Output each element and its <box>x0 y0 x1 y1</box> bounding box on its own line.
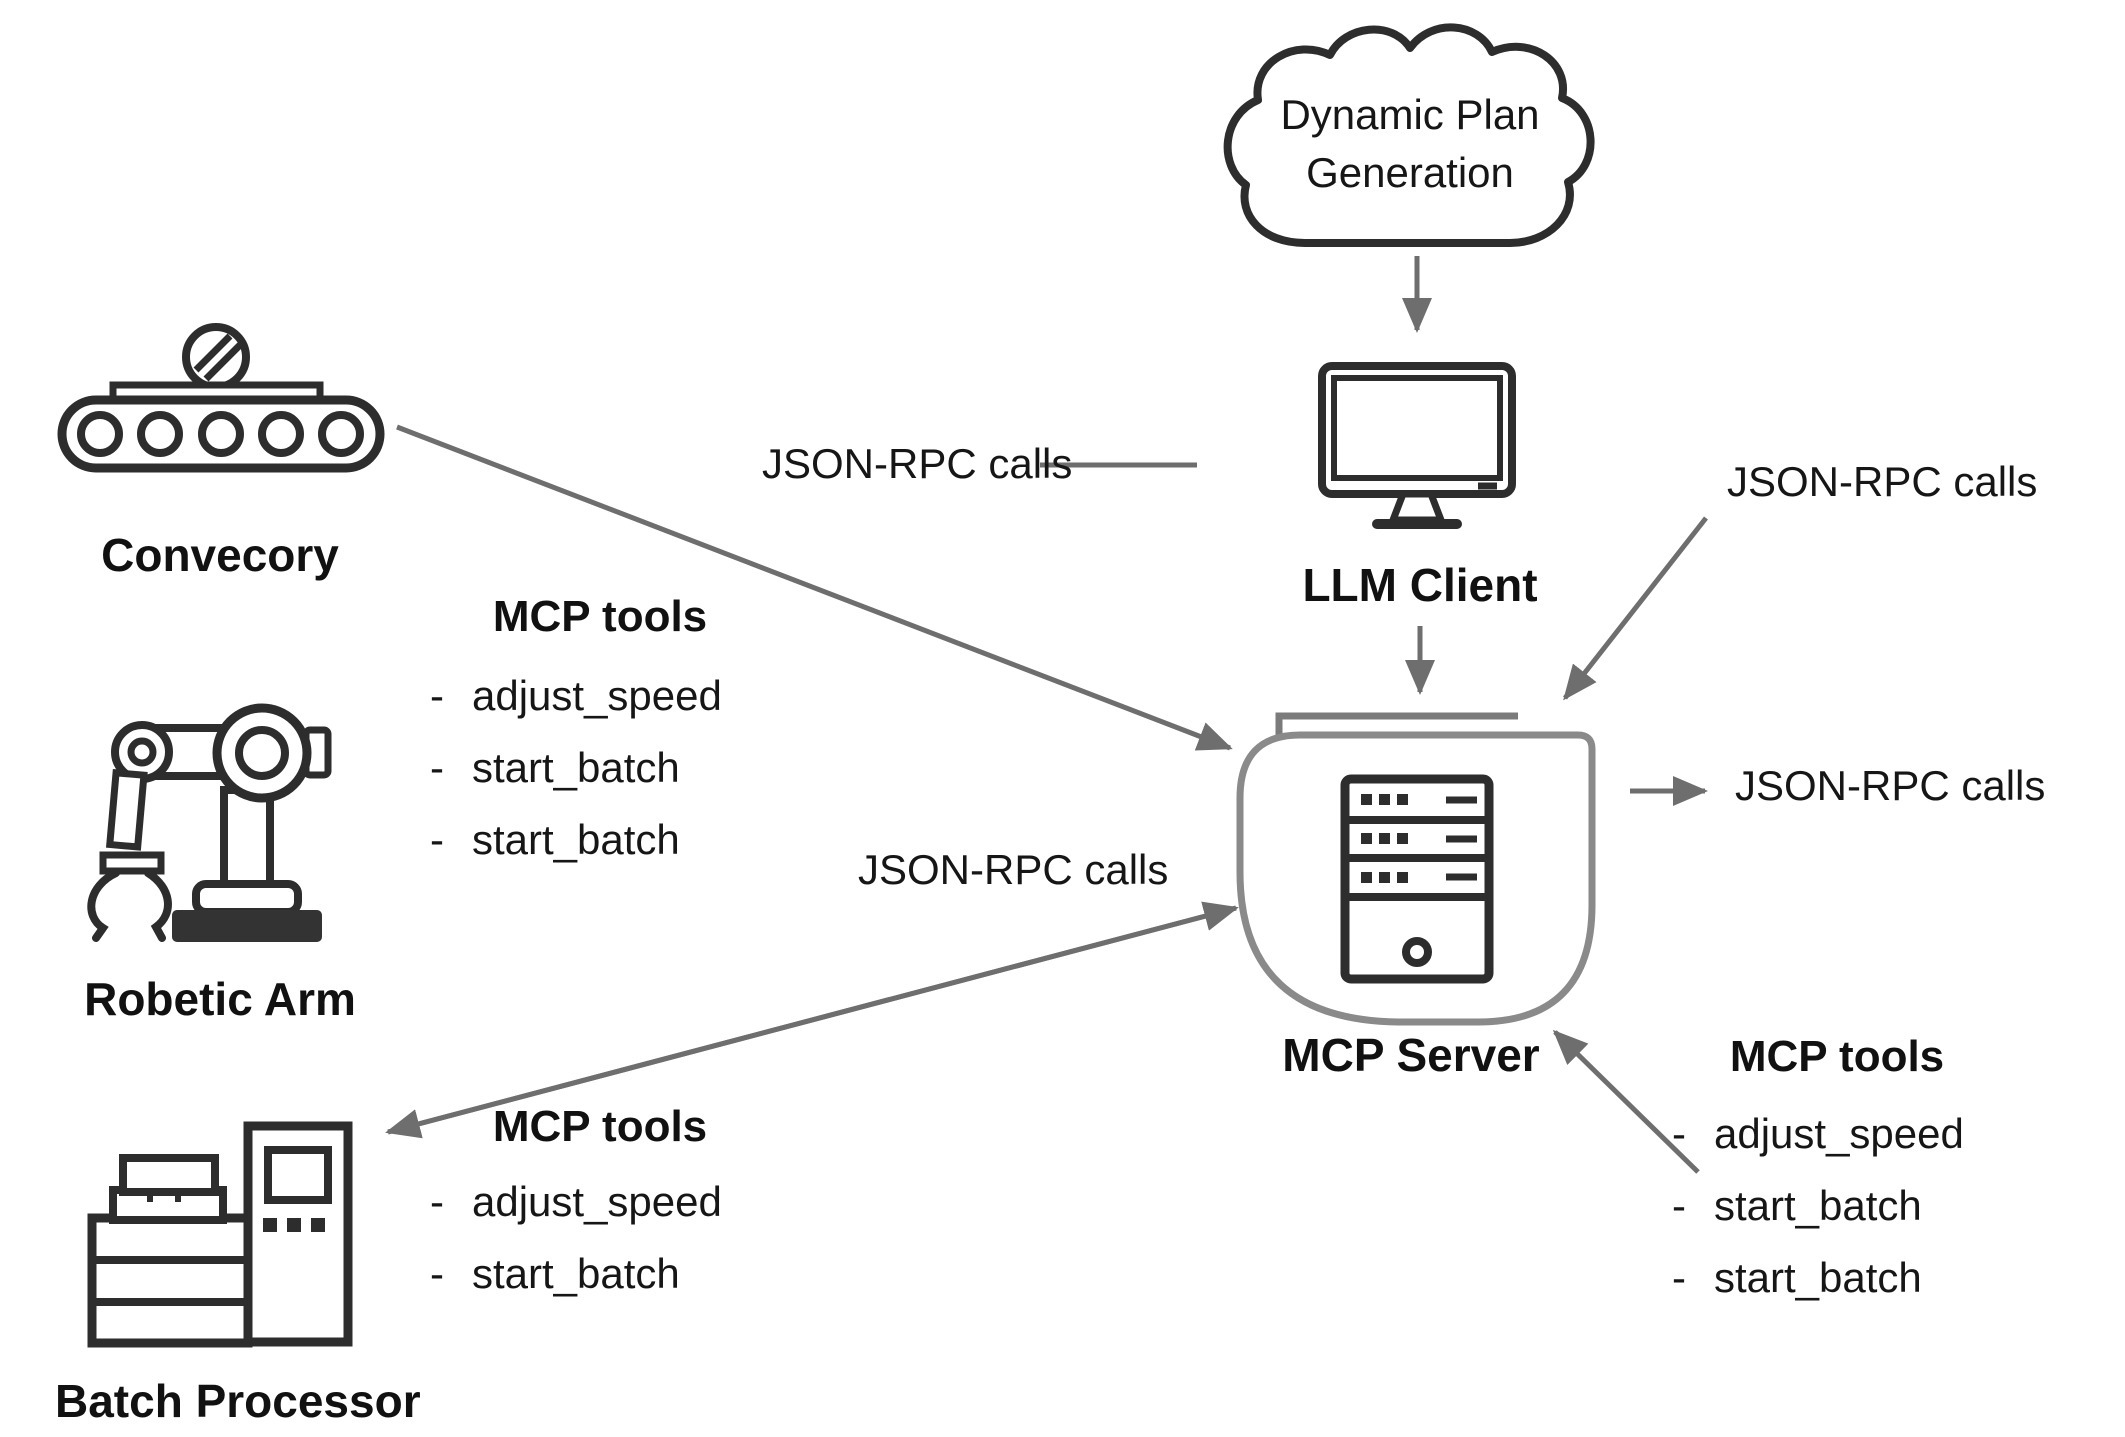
cloud-label: Dynamic Plan Generation <box>1280 91 1540 196</box>
tool-item: start_batch <box>430 732 790 804</box>
tool-item: start_batch <box>430 1238 790 1310</box>
batch-processor-label: Batch Processor <box>55 1375 421 1427</box>
json-rpc-label-llm: JSON-RPC calls <box>762 440 1073 487</box>
json-rpc-label-right: JSON-RPC calls <box>1735 762 2046 809</box>
tool-item: adjust_speed <box>430 660 790 732</box>
arrow-server-to-batch-head2 <box>385 905 1237 1139</box>
tool-item: start_batch <box>1672 1170 2052 1242</box>
mcp-tools-left-title: MCP tools <box>492 592 708 641</box>
tool-item: adjust_speed <box>430 1166 790 1238</box>
llm-client-label: LLM Client <box>1302 559 1538 611</box>
robotic-arm-icon <box>87 703 332 942</box>
cloud-icon <box>1223 23 1595 247</box>
mcp-tools-right: MCP tools adjust_speed start_batch start… <box>1672 1032 2052 1314</box>
tool-item: start_batch <box>1672 1242 2052 1314</box>
robotic-arm-label: Robetic Arm <box>84 973 356 1025</box>
mcp-server-label: MCP Server <box>1282 1029 1540 1081</box>
mcp-tools-bottom-left: MCP tools adjust_speed start_batch <box>430 1102 790 1310</box>
tool-item: start_batch <box>430 804 790 876</box>
conveyor-label: Convecory <box>101 529 339 581</box>
json-rpc-label-center: JSON-RPC calls <box>858 846 1169 893</box>
tool-item: adjust_speed <box>1672 1098 2052 1170</box>
arrow-topright-to-server <box>1563 516 1708 701</box>
mcp-server-icon <box>1340 774 1494 984</box>
batch-processor-icon <box>87 1121 353 1348</box>
llm-client-icon <box>1318 362 1516 529</box>
mcp-tools-bottom-left-title: MCP tools <box>492 1102 708 1151</box>
json-rpc-label-top-right: JSON-RPC calls <box>1727 458 2038 505</box>
arrow-conveyor-to-server <box>396 424 1233 751</box>
mcp-tools-right-title: MCP tools <box>1729 1032 1945 1081</box>
conveyor-icon <box>57 323 385 473</box>
mcp-tools-left: MCP tools adjust_speed start_batch start… <box>430 592 790 876</box>
